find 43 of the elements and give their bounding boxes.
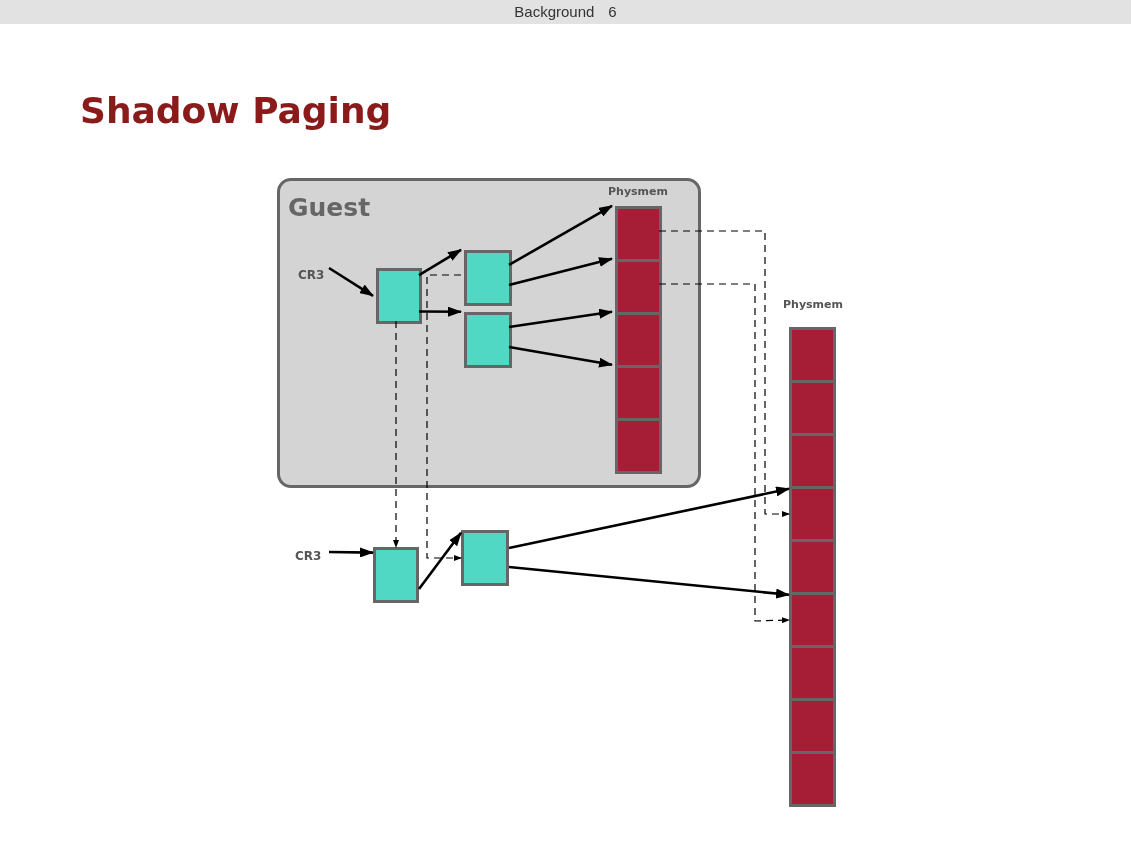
arrow — [329, 547, 374, 558]
memory-page — [615, 206, 662, 262]
arrow — [328, 266, 374, 297]
arrow — [508, 565, 790, 599]
register-label: CR3 — [295, 549, 322, 563]
page-table — [464, 312, 512, 368]
slide-title: Shadow Paging — [80, 90, 392, 131]
register-label: CR3 — [298, 268, 325, 282]
memory-page — [789, 433, 836, 489]
memory-page — [615, 312, 662, 368]
dashed-arrow — [426, 274, 462, 561]
arrow — [508, 257, 613, 287]
arrow — [508, 308, 613, 329]
page-table — [464, 250, 512, 306]
arrow — [417, 532, 463, 590]
arrow — [508, 486, 790, 550]
column-heading: Physmem — [608, 185, 668, 199]
memory-page — [789, 592, 836, 648]
memory-page — [789, 751, 836, 807]
arrow — [508, 345, 613, 368]
memory-page — [789, 327, 836, 383]
memory-page — [789, 380, 836, 436]
memory-page — [789, 698, 836, 754]
column-heading: Physmem — [783, 298, 843, 312]
page-table — [376, 268, 422, 324]
memory-page — [615, 259, 662, 315]
arrow — [419, 306, 462, 317]
dashed-arrow — [658, 230, 790, 517]
guest-region — [277, 178, 701, 488]
arrow — [508, 204, 613, 267]
memory-page — [789, 539, 836, 595]
dashed-arrow — [393, 320, 399, 548]
page-table — [373, 547, 419, 603]
page-table — [461, 530, 509, 586]
memory-page — [789, 645, 836, 701]
memory-page — [615, 365, 662, 421]
memory-page — [615, 418, 662, 474]
region-heading: Guest — [288, 195, 371, 220]
section-label: 6 — [608, 2, 617, 22]
arrow — [418, 248, 462, 277]
section-label: Background — [514, 2, 595, 22]
memory-page — [789, 486, 836, 542]
dashed-arrow — [658, 283, 790, 624]
